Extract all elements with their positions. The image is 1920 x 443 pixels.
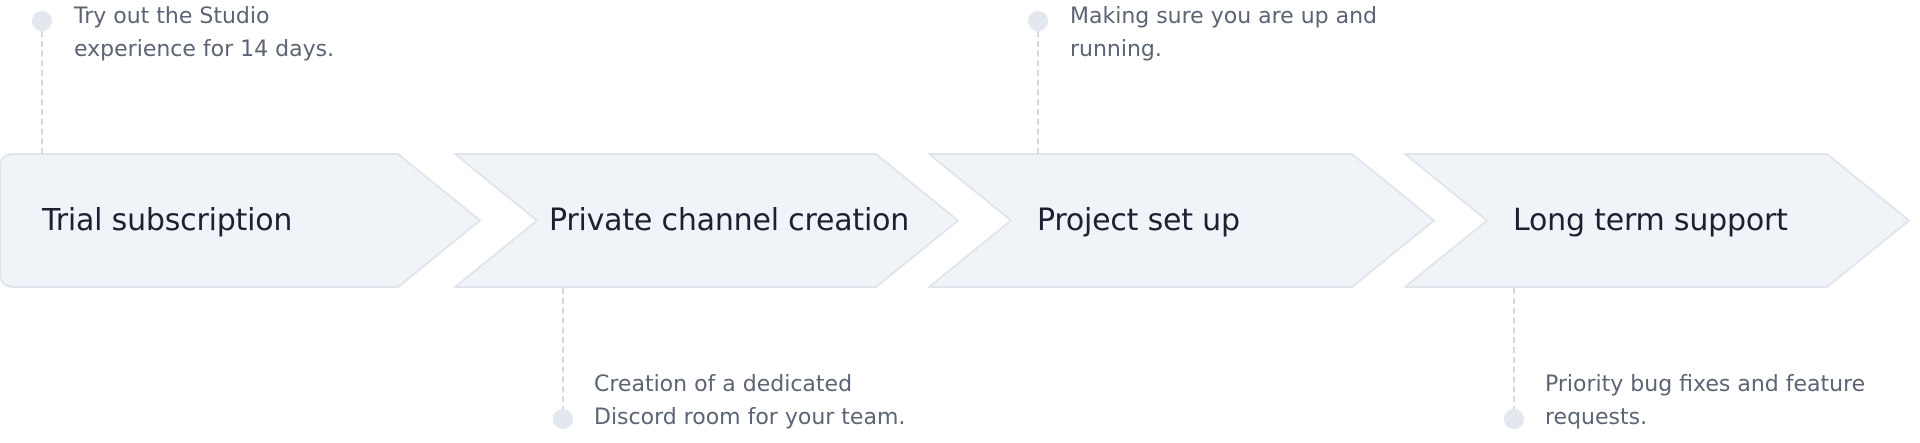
step-1-title: Trial subscription [42, 203, 293, 238]
step-3-note-line-2: running. [1070, 37, 1162, 62]
chevron-step-3 [928, 153, 1435, 288]
step-4-title: Long term support [1513, 203, 1788, 238]
step-3-note: Making sure you are up and running. [1070, 0, 1377, 66]
chevron-step-1 [0, 153, 481, 288]
step-2-note-line-2: Discord room for your team. [594, 405, 906, 430]
step-4-connector [1513, 288, 1515, 412]
step-4-dot [1504, 409, 1524, 429]
step-2-note: Creation of a dedicated Discord room for… [594, 368, 905, 434]
step-4-note-line-2: requests. [1545, 405, 1648, 430]
step-3-note-line-1: Making sure you are up and [1070, 4, 1377, 29]
step-3-dot [1028, 11, 1048, 31]
step-1-dot [32, 11, 52, 31]
step-2-dot [553, 409, 573, 429]
step-2-note-line-1: Creation of a dedicated [594, 372, 853, 397]
chevron-step-4 [1404, 153, 1910, 288]
step-4-note: Priority bug fixes and feature requests. [1545, 368, 1865, 434]
step-1-note-line-2: experience for 14 days. [74, 37, 335, 62]
chevron-step-2 [454, 153, 959, 288]
step-3-connector [1037, 31, 1039, 154]
step-2-connector [562, 288, 564, 412]
step-3-title: Project set up [1037, 203, 1240, 238]
step-1-connector [41, 31, 43, 154]
step-1-note: Try out the Studio experience for 14 day… [74, 0, 334, 66]
step-2-title: Private channel creation [549, 203, 910, 238]
step-1-note-line-1: Try out the Studio [74, 4, 270, 29]
step-4-note-line-1: Priority bug fixes and feature [1545, 372, 1866, 397]
